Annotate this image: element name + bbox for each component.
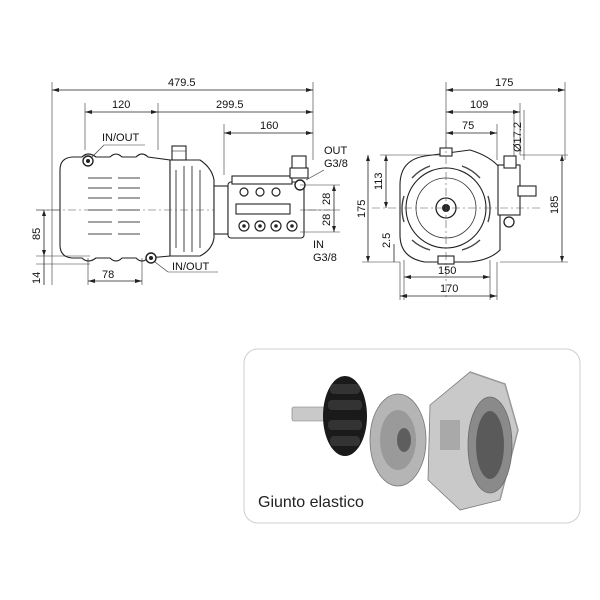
dim-diameter-17-2: Ø17.2 xyxy=(512,110,525,160)
dim-front-185: 185 xyxy=(500,154,568,263)
dim-pump-section: 299.5 xyxy=(158,99,313,114)
dim-front-170: 170 xyxy=(399,262,498,300)
dim-text-78: 78 xyxy=(102,269,114,281)
dim-front-width-175: 175 xyxy=(446,77,565,92)
photo-caption: Giunto elastico xyxy=(258,494,364,511)
dim-text-28-top: 28 xyxy=(321,193,333,205)
motor-body xyxy=(36,145,330,262)
dim-text-85: 85 xyxy=(31,228,43,240)
port-top-in-out: IN/OUT xyxy=(82,132,145,167)
dim-text-113: 113 xyxy=(373,172,385,190)
port-bottom-in-out: IN/OUT xyxy=(145,252,218,273)
dim-text-175-vertical: 175 xyxy=(356,200,368,218)
dim-text-109: 109 xyxy=(470,99,488,111)
dim-front-150: 150 xyxy=(403,260,491,300)
dim-text-299-5: 299.5 xyxy=(216,99,244,111)
dim-front-2-5: 2.5 xyxy=(381,233,395,262)
dim-front-109: 109 xyxy=(446,99,520,114)
dim-text-170: 170 xyxy=(440,283,458,295)
label-out: OUT xyxy=(324,145,348,157)
dim-text-120: 120 xyxy=(112,99,130,111)
pump-head xyxy=(213,155,309,239)
dim-text-175-top: 175 xyxy=(495,77,513,89)
coupling-photo xyxy=(243,348,581,524)
dim-base-14: 14 xyxy=(31,256,90,285)
front-view: 175 109 75 Ø17.2 xyxy=(356,77,568,300)
dim-overall-length: 479.5 xyxy=(52,77,313,92)
label-in: IN xyxy=(313,239,324,251)
dim-text-75: 75 xyxy=(462,120,474,132)
label-in-out-bottom: IN/OUT xyxy=(172,261,210,273)
dim-foot-78: 78 xyxy=(87,258,143,285)
dim-text-160: 160 xyxy=(260,120,278,132)
dim-text-185: 185 xyxy=(549,196,561,214)
dim-front-113: 113 xyxy=(373,154,440,208)
dim-head-length: 160 xyxy=(224,120,313,135)
dim-left-offset: 120 xyxy=(85,99,159,150)
label-in-group: IN G3/8 xyxy=(313,239,337,264)
dim-text-28-bottom: 28 xyxy=(321,214,333,226)
dim-text-14: 14 xyxy=(31,272,43,284)
dim-text-2-5: 2.5 xyxy=(381,233,393,248)
dim-port-28: 28 28 xyxy=(300,184,340,233)
dim-text-dia-17-2: Ø17.2 xyxy=(512,122,524,152)
front-motor-face xyxy=(372,140,540,300)
dim-text-479-5: 479.5 xyxy=(168,77,196,89)
dim-front-75: 75 xyxy=(446,120,497,135)
dim-front-175-vertical: 175 xyxy=(356,155,400,263)
dim-height-85: 85 xyxy=(31,209,90,257)
label-out-group: OUT G3/8 xyxy=(305,145,348,181)
label-in-thread: G3/8 xyxy=(313,252,337,264)
label-in-out-top: IN/OUT xyxy=(102,132,140,144)
dim-text-150: 150 xyxy=(438,265,456,277)
side-view: 479.5 120 299.5 160 xyxy=(31,77,348,285)
label-out-thread: G3/8 xyxy=(324,158,348,170)
